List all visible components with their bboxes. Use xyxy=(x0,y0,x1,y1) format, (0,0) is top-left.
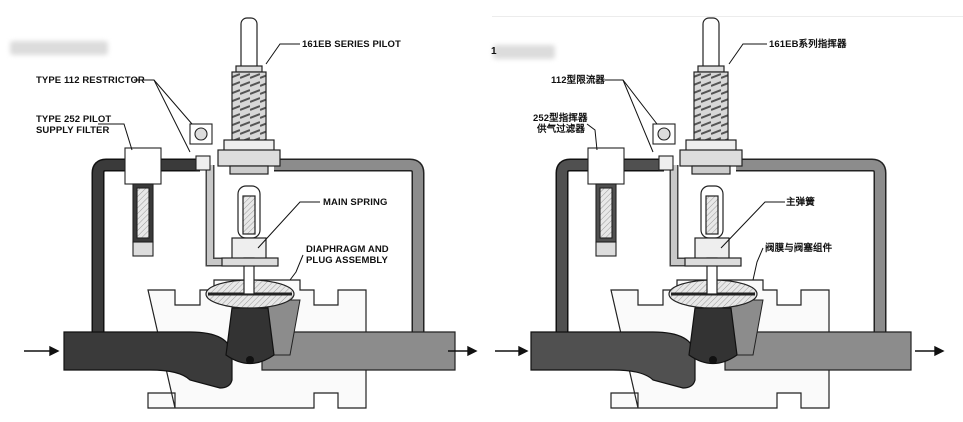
diagram-panel-chinese: 1 xyxy=(481,0,963,422)
leader-lines xyxy=(586,43,785,281)
diagram-panel-english: 161EB SERIES PILOT TYPE 112 RESTRICTOR T… xyxy=(0,0,481,422)
label-restrictor: TYPE 112 RESTRICTOR xyxy=(36,75,145,86)
supply-filter xyxy=(124,147,162,257)
valve-plug xyxy=(688,307,738,365)
inlet-pipe xyxy=(63,331,233,389)
label-filter-line1: 252型指挥器 xyxy=(533,113,588,124)
label-main-spring: 主弹簧 xyxy=(786,197,815,208)
top-divider-line xyxy=(492,16,963,17)
label-filter-line1: TYPE 252 PILOT xyxy=(36,114,112,125)
pilot-assembly xyxy=(217,17,281,175)
inlet-pipe xyxy=(530,331,696,389)
label-diaphragm: 阀膜与阀塞组件 xyxy=(765,243,833,254)
label-restrictor: 112型限流器 xyxy=(551,75,606,86)
label-diaphragm-line1: DIAPHRAGM AND xyxy=(306,244,389,255)
valve-cross-section-chinese xyxy=(495,17,945,409)
valve-cross-section-english xyxy=(24,17,478,409)
label-filter-line2: 供气过滤器 xyxy=(537,124,586,135)
main-spring-housing xyxy=(221,185,279,295)
label-filter-line2: SUPPLY FILTER xyxy=(36,125,110,136)
label-pilot: 161EB系列指挥器 xyxy=(769,39,847,50)
restrictor xyxy=(652,123,676,171)
main-spring-housing xyxy=(684,185,742,295)
pilot-assembly xyxy=(679,17,743,175)
restrictor xyxy=(189,123,213,171)
flow-arrows xyxy=(495,345,945,357)
blurred-caption xyxy=(493,45,555,59)
figure-number: 1 xyxy=(491,46,497,57)
leader-lines xyxy=(98,43,320,281)
flow-arrows xyxy=(24,345,478,357)
blurred-caption xyxy=(10,41,108,55)
label-pilot: 161EB SERIES PILOT xyxy=(302,39,401,50)
valve-plug xyxy=(225,307,275,365)
label-diaphragm-line2: PLUG ASSEMBLY xyxy=(306,255,388,266)
supply-filter xyxy=(587,147,625,257)
label-main-spring: MAIN SPRING xyxy=(323,197,388,208)
